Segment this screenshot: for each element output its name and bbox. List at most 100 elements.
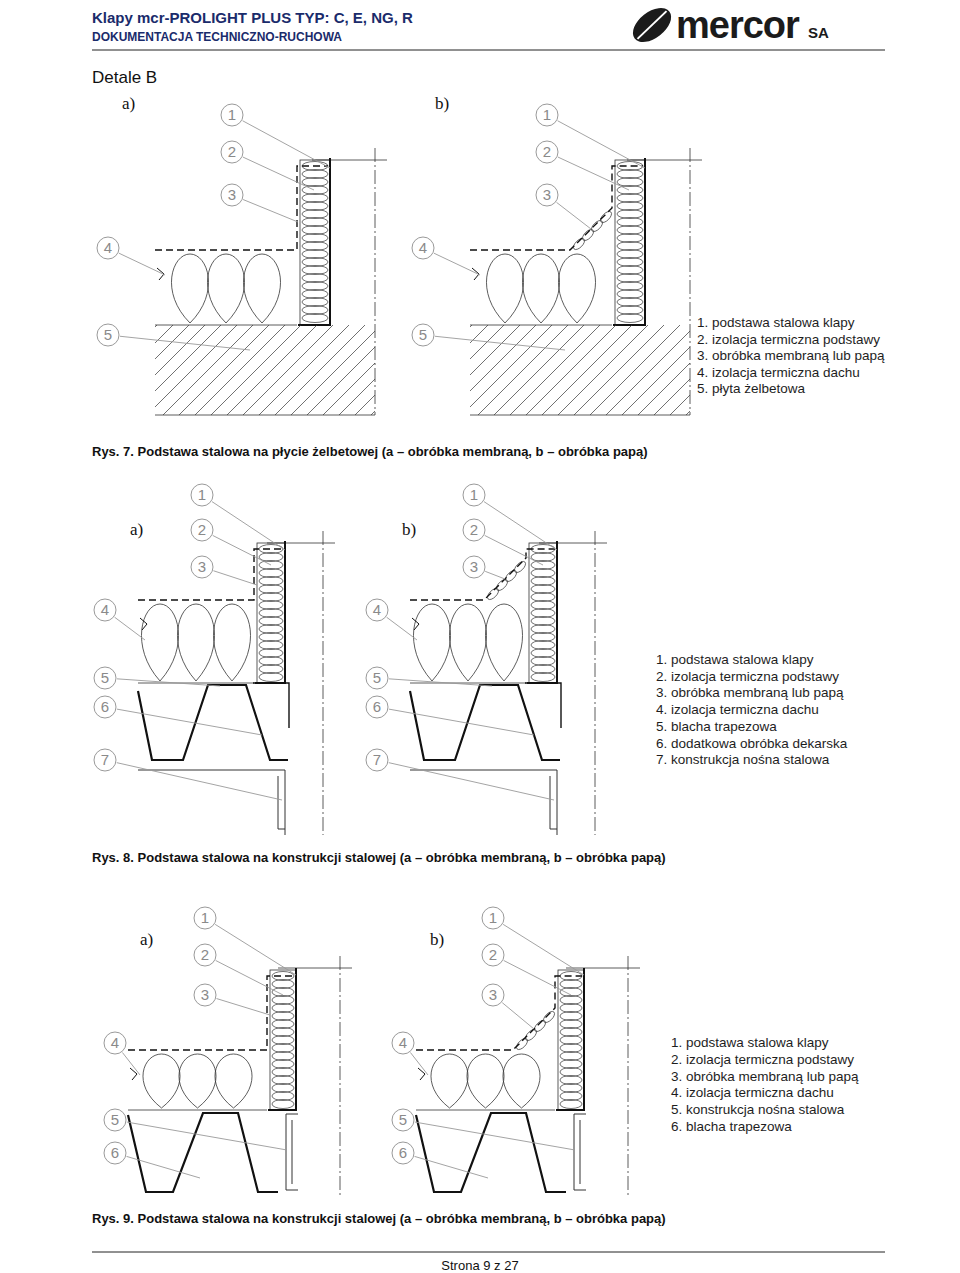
axis-line xyxy=(566,968,640,969)
callout-circle xyxy=(536,184,558,206)
leader-line xyxy=(387,617,417,640)
header-rule xyxy=(92,50,885,51)
detail-drawing xyxy=(35,148,477,415)
callout-circle xyxy=(412,324,434,346)
steel-structure xyxy=(410,770,557,835)
leader-line xyxy=(127,1156,200,1178)
callout-circle xyxy=(463,484,485,506)
callout-number: 3 xyxy=(470,558,478,575)
callout-circle xyxy=(194,907,216,929)
wedge-insulation xyxy=(581,228,596,243)
callout-number: 2 xyxy=(543,143,551,160)
hatch-line xyxy=(307,325,375,415)
callout-number: 5 xyxy=(419,326,427,343)
legend-item: 3. obróbka membraną lub papą xyxy=(656,686,844,702)
leader-line xyxy=(558,121,645,168)
callout-number: 5 xyxy=(111,1111,119,1128)
callout-number: 2 xyxy=(470,521,478,538)
leader-line xyxy=(415,1122,575,1150)
legend-item: 6. dodatkowa obróbka dekarska xyxy=(656,736,847,752)
edge-hook xyxy=(412,618,419,630)
hatch-line xyxy=(227,325,317,415)
insulation-coil xyxy=(259,673,283,682)
legend-item: 3. obróbka membraną lub papą xyxy=(697,348,885,364)
callout-circle xyxy=(482,944,504,966)
hatch-line xyxy=(155,325,173,415)
callouts xyxy=(412,104,645,350)
leader-line xyxy=(212,502,285,550)
roof-insulation xyxy=(179,1054,216,1108)
slab-hatch xyxy=(470,325,690,415)
callout-number: 5 xyxy=(373,669,381,686)
callout-number: 4 xyxy=(111,1034,119,1051)
leader-line xyxy=(243,200,298,222)
steel-structure xyxy=(286,1114,298,1190)
wall-insulation xyxy=(270,970,296,1110)
wall-insulation xyxy=(529,543,557,683)
callout-circle xyxy=(194,984,216,1006)
hatch-line xyxy=(606,325,690,415)
callout-number: 1 xyxy=(543,106,551,123)
figure-caption: Rys. 8. Podstawa stalowa na konstrukcji … xyxy=(92,851,666,866)
roof-insulation xyxy=(215,1054,252,1108)
callout-circle xyxy=(463,519,485,541)
trapezoid-sheet xyxy=(128,1113,278,1192)
wedge-insulation xyxy=(572,237,587,252)
header-title: Klapy mcr-PROLIGHT PLUS TYP: C, E, NG, R xyxy=(92,9,413,26)
trapezoid-sheet xyxy=(416,1113,566,1192)
variant-label: b) xyxy=(402,520,416,540)
leader-line xyxy=(434,253,480,275)
roof-insulation xyxy=(413,604,450,681)
hatch-line xyxy=(275,325,365,415)
slab-edge xyxy=(470,415,690,416)
callout-circle xyxy=(366,696,388,718)
wedge-insulation xyxy=(533,1019,548,1034)
callout-circle xyxy=(392,1142,414,1164)
callout-number: 3 xyxy=(489,986,497,1003)
callouts xyxy=(97,104,330,350)
leader-line xyxy=(117,709,262,735)
insulation-coil xyxy=(560,1100,582,1109)
wedge-insulation xyxy=(515,1037,530,1052)
roof-insulation-edge xyxy=(138,683,254,684)
roof-insulation xyxy=(486,254,523,323)
leader-line xyxy=(389,763,554,800)
leader-line xyxy=(117,679,220,686)
leader-line xyxy=(243,157,314,190)
hatch-line xyxy=(590,325,680,415)
roof-insulation-edge xyxy=(410,683,526,684)
roof-insulation xyxy=(522,254,559,323)
hatch-line xyxy=(155,325,157,415)
hatch-line xyxy=(323,325,375,415)
hatch-line xyxy=(339,325,375,415)
callout-circle xyxy=(536,141,558,163)
wedge-insulation xyxy=(599,210,614,225)
wedge-insulation xyxy=(542,1010,557,1025)
hatch-line xyxy=(542,325,632,415)
leader-line xyxy=(115,617,145,640)
callout-number: 3 xyxy=(543,186,551,203)
callout-number: 5 xyxy=(104,326,112,343)
trapezoid-sheet xyxy=(138,685,288,760)
roof-insulation xyxy=(207,254,244,323)
roof-insulation xyxy=(143,1054,180,1108)
callout-number: 4 xyxy=(373,601,381,618)
callout-number: 1 xyxy=(201,909,209,926)
callout-number: 7 xyxy=(101,751,109,768)
callout-number: 3 xyxy=(198,558,206,575)
callout-circle xyxy=(191,484,213,506)
detail-drawing xyxy=(128,956,352,1198)
leader-line xyxy=(504,960,571,995)
wall-insulation xyxy=(257,543,285,683)
callout-number: 2 xyxy=(228,143,236,160)
hatch-line xyxy=(470,325,472,415)
legend-item: 1. podstawa stalowa klapy xyxy=(671,1035,829,1051)
roof-insulation-edge xyxy=(128,1110,267,1111)
page-number: Strona 9 z 27 xyxy=(441,1259,518,1273)
hatch-line xyxy=(670,325,690,415)
wedge-insulation xyxy=(524,1028,539,1043)
wedge-insulation xyxy=(495,578,510,593)
hatch-line xyxy=(470,325,536,415)
